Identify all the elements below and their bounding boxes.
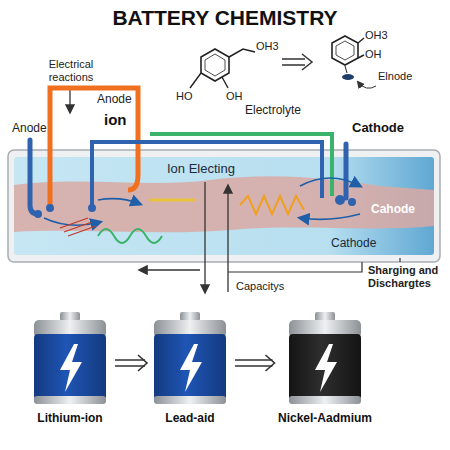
battery-icon (285, 308, 365, 408)
battery-icon (30, 308, 110, 408)
cell-label: Cahode (371, 203, 415, 217)
callout-label: ion (104, 111, 127, 128)
cell-label: Ion Electing (167, 162, 235, 177)
battery-label: Lithium-ion (27, 412, 113, 426)
callout-label: Electrical reactions (40, 58, 102, 83)
cell-label: Cathode (331, 237, 376, 251)
callout-label: Capacitys (236, 280, 284, 293)
callout-label: Cathode (352, 121, 404, 136)
battery-label: Nickel-Aadmium (275, 412, 376, 426)
battery-cell: Ion ElectingCahodeCathode (8, 150, 440, 262)
callout-label: Anode (12, 122, 47, 136)
diagram-title: BATTERY CHEMISTRY (0, 6, 450, 30)
callout-label: Electrolyte (245, 104, 301, 118)
battery-icon (150, 308, 230, 408)
callout-label: OH3 (256, 40, 279, 53)
callout-label: Anode (97, 93, 132, 107)
callout-label: Elnode (378, 70, 412, 83)
callout-label: HO (176, 90, 193, 103)
callout-label: OH3 (365, 29, 388, 42)
battery: Nickel-Aadmium (275, 308, 376, 430)
callout-label: Sharging and Dischargtes (368, 264, 446, 289)
callout-label: OH (226, 90, 243, 103)
battery-label: Lead-aid (147, 412, 233, 426)
battery: Lead-aid (147, 308, 233, 430)
battery: Lithium-ion (27, 308, 113, 430)
flow-arrow (235, 355, 275, 371)
flow-arrow (115, 355, 147, 371)
callout-label: OH (365, 48, 382, 61)
